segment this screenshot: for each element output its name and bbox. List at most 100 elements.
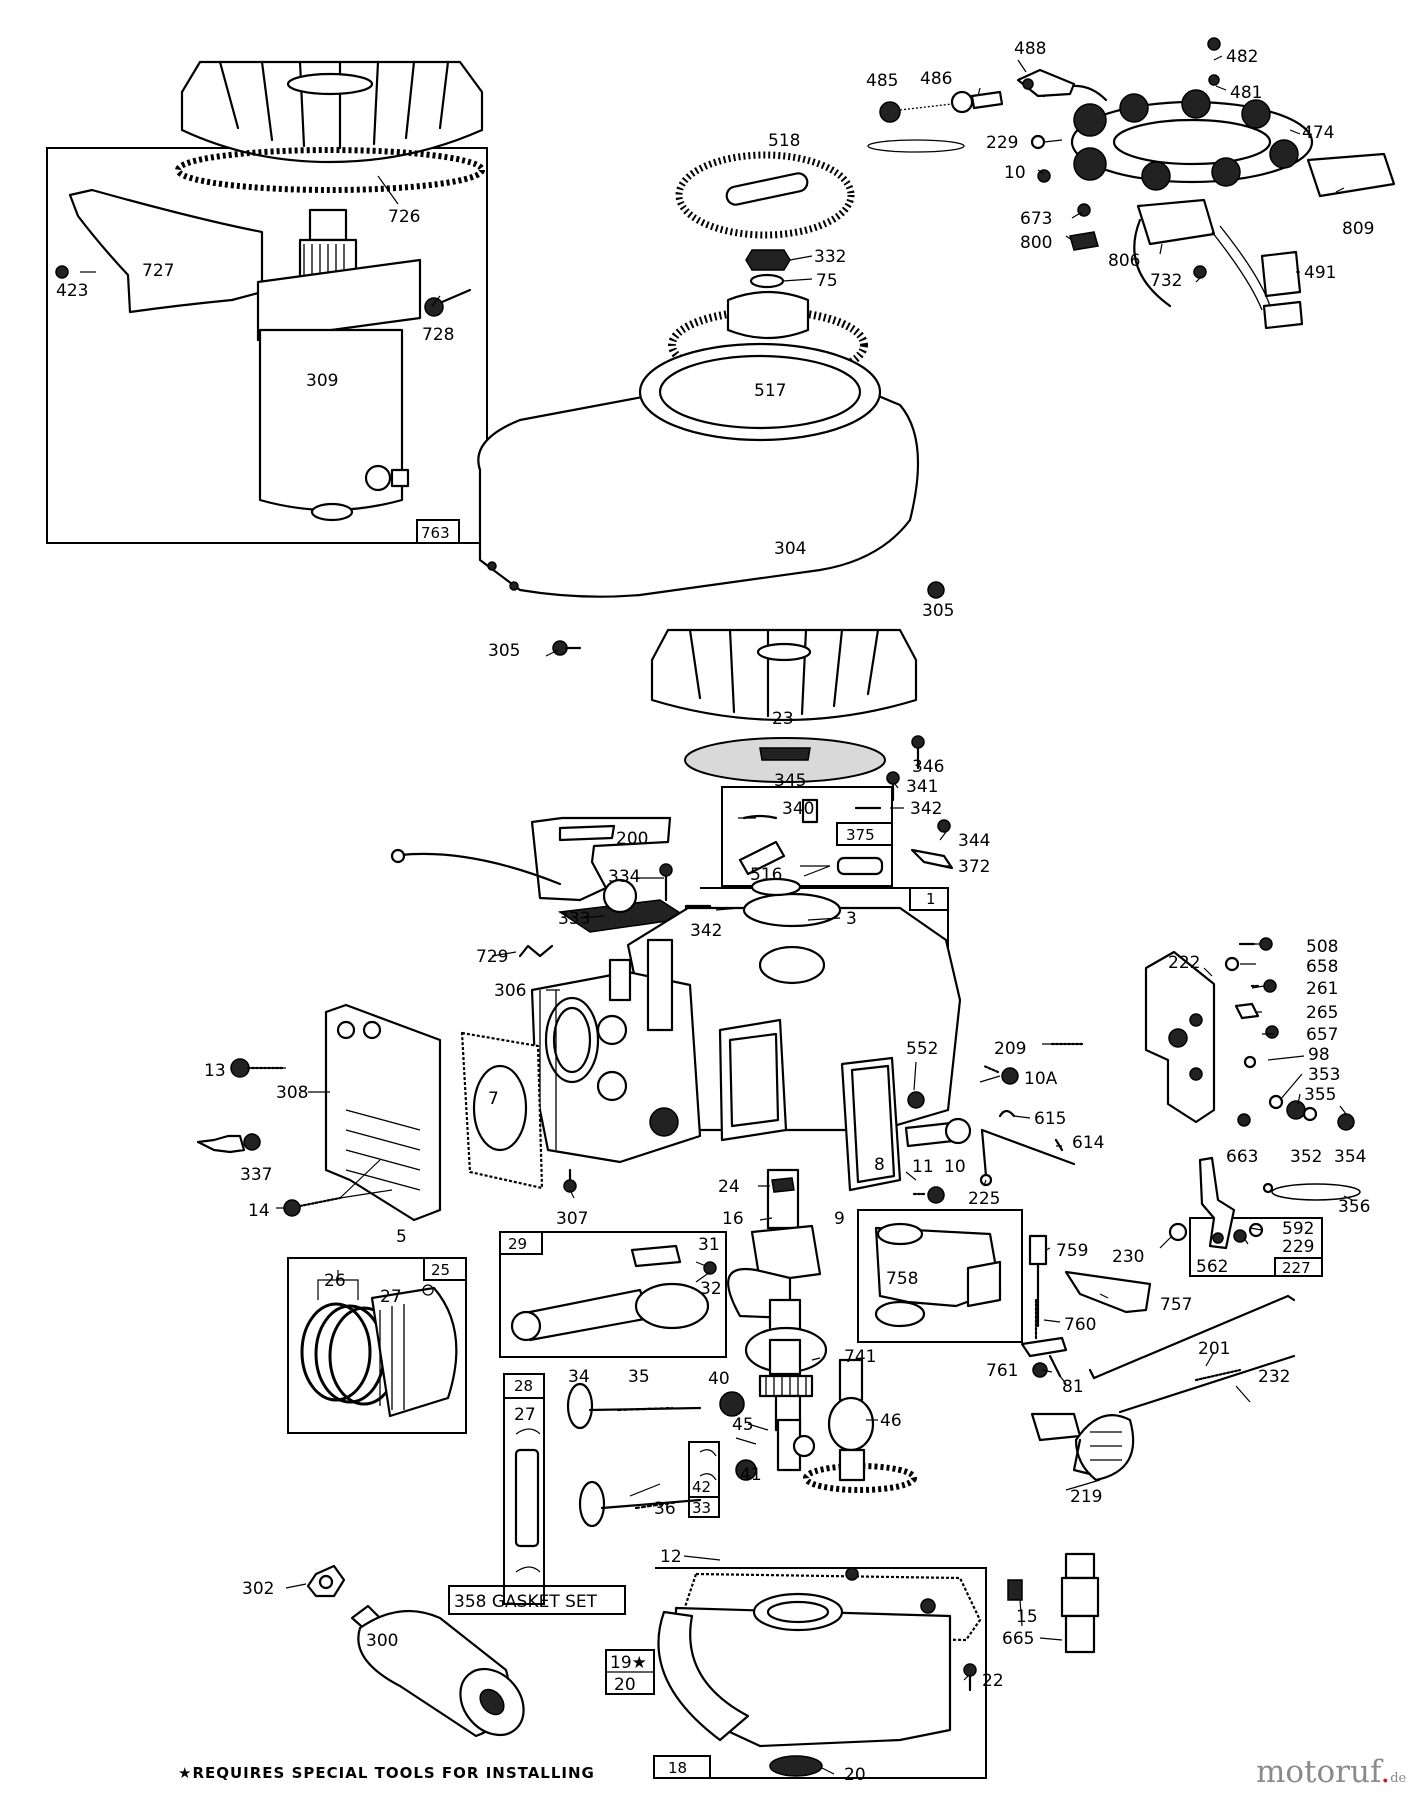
label-358: 358 GASKET SET	[454, 1592, 598, 1612]
bolt-423	[55, 265, 69, 279]
label-305-left: 305	[488, 641, 520, 661]
label-307: 307	[556, 1209, 588, 1229]
label-36: 36	[654, 1499, 676, 1519]
screw-657	[1265, 1025, 1279, 1039]
label-761: 761	[986, 1361, 1018, 1381]
label-518: 518	[768, 131, 800, 151]
label-354: 354	[1334, 1147, 1366, 1167]
label-306: 306	[494, 981, 526, 1001]
watermark-logo: motoruf.de	[1256, 1754, 1406, 1790]
label-19: 19★	[610, 1653, 647, 1673]
seal-20	[769, 1755, 823, 1777]
label-25: 25	[431, 1261, 450, 1279]
label-33: 33	[692, 1499, 711, 1517]
label-592: 592	[1282, 1219, 1314, 1239]
label-491: 491	[1304, 263, 1336, 283]
label-485: 485	[866, 71, 898, 91]
label-340: 340	[782, 799, 814, 819]
valve-box-28	[503, 1373, 545, 1605]
label-201: 201	[1198, 1339, 1230, 1359]
label-673: 673	[1020, 209, 1052, 229]
label-219: 219	[1070, 1487, 1102, 1507]
cylinder-head-308	[324, 1003, 442, 1222]
label-10-top: 10	[1004, 163, 1026, 183]
bolt-728	[424, 288, 472, 317]
label-809: 809	[1342, 219, 1374, 239]
label-304: 304	[774, 539, 806, 559]
label-732: 732	[1150, 271, 1182, 291]
bolt-10A	[982, 1064, 1019, 1085]
label-474: 474	[1302, 123, 1334, 143]
rod-box-29	[499, 1231, 727, 1358]
label-32: 32	[700, 1279, 722, 1299]
terminal-486	[950, 90, 1004, 114]
bolt-673	[1077, 203, 1091, 217]
filter-300	[350, 1604, 525, 1738]
label-13: 13	[204, 1061, 226, 1081]
cap-485	[879, 101, 953, 123]
governor-219	[1030, 1412, 1135, 1482]
label-333: 333	[558, 909, 590, 929]
label-615: 615	[1034, 1109, 1066, 1129]
label-372: 372	[958, 857, 990, 877]
label-332: 332	[814, 247, 846, 267]
label-488: 488	[1014, 39, 1046, 59]
label-11: 11	[912, 1157, 934, 1177]
label-342-mid: 342	[690, 921, 722, 941]
watermark-dot: .	[1380, 1754, 1391, 1790]
label-229-right: 229	[1282, 1237, 1314, 1257]
piston-box-25	[287, 1257, 467, 1434]
bracket-491	[1211, 225, 1304, 330]
bracket-265	[1234, 1002, 1260, 1020]
label-12: 12	[660, 1547, 682, 1567]
label-75: 75	[816, 271, 838, 291]
nut-229-right	[1233, 1229, 1247, 1243]
watermark-tld: de	[1390, 1771, 1407, 1786]
label-727: 727	[142, 261, 174, 281]
label-663: 663	[1226, 1147, 1258, 1167]
washer-353	[1268, 1094, 1284, 1110]
wire-loop	[867, 139, 965, 153]
label-346: 346	[912, 757, 944, 777]
label-200: 200	[616, 829, 648, 849]
spring-35	[616, 1406, 674, 1412]
label-227: 227	[1282, 1259, 1311, 1277]
bolt-22	[963, 1663, 977, 1692]
label-40: 40	[708, 1369, 730, 1389]
shaft-45	[776, 1418, 816, 1472]
label-308: 308	[276, 1083, 308, 1103]
valve-36	[578, 1480, 702, 1528]
blower-housing-304	[477, 342, 920, 598]
label-222: 222	[1168, 953, 1200, 973]
kit-box-375	[721, 786, 893, 887]
label-16: 16	[722, 1209, 744, 1229]
label-516: 516	[750, 865, 782, 885]
bolt-305-right	[927, 581, 945, 599]
starter-motor-309	[256, 208, 422, 522]
label-20-box: 20	[614, 1675, 636, 1695]
label-3: 3	[846, 909, 857, 929]
flywheel-23	[650, 628, 918, 722]
label-423: 423	[56, 281, 88, 301]
label-305-right: 305	[922, 601, 954, 621]
spring-356	[1262, 1182, 1361, 1201]
retainer-41	[735, 1459, 757, 1481]
bolt-334	[659, 863, 673, 902]
camshaft-46	[803, 1358, 917, 1493]
bolt-341	[886, 771, 900, 802]
stator-474	[1042, 84, 1314, 191]
part-labels: 726 727 423 728 309 763 518 332 75 517 4…	[56, 39, 1374, 1785]
label-45: 45	[732, 1415, 754, 1435]
label-302: 302	[242, 1579, 274, 1599]
label-552: 552	[906, 1039, 938, 1059]
label-356: 356	[1338, 1197, 1370, 1217]
label-8: 8	[874, 1155, 885, 1175]
label-300: 300	[366, 1631, 398, 1651]
label-342-top: 342	[910, 799, 942, 819]
label-209: 209	[994, 1039, 1026, 1059]
spring-354	[1337, 1113, 1355, 1131]
lever-562	[1198, 1156, 1236, 1250]
label-741: 741	[844, 1347, 876, 1367]
bolt-307	[563, 1168, 577, 1193]
label-759: 759	[1056, 1241, 1088, 1261]
